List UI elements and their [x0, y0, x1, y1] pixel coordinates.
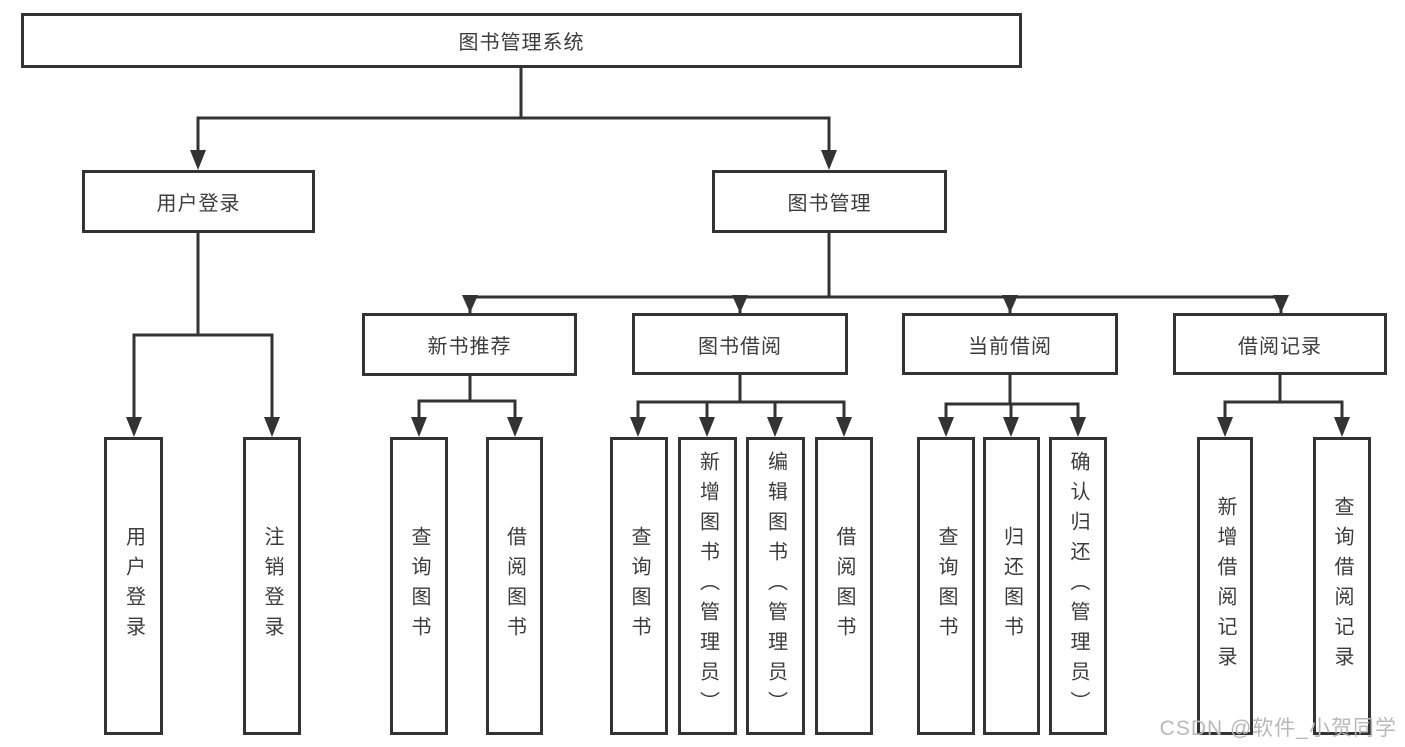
connector-bookborrow-rail [636, 400, 846, 421]
leaf-confirm-return-admin: 确认归还（管理员） [1049, 437, 1107, 735]
node-book-borrowing-label: 图书借阅 [698, 335, 782, 358]
arrowhead-leaf-logout [264, 417, 280, 437]
leaf-query-borrow-record-label: 查询借阅记录 [1331, 496, 1353, 676]
node-root: 图书管理系统 [21, 13, 1022, 68]
arrowhead-currentborrow [1002, 295, 1018, 313]
arrowhead-leaf-confirmreturn [1070, 417, 1086, 437]
leaf-confirm-return-admin-label: 确认归还（管理员） [1067, 451, 1089, 721]
node-current-borrowing: 当前借阅 [902, 313, 1118, 375]
node-user-login-label: 用户登录 [156, 193, 241, 215]
leaf-query-book-borrowing: 查询图书 [610, 437, 668, 735]
leaf-borrow-book: 借阅图书 [815, 437, 873, 735]
arrowhead-leaf-returnbook [1003, 417, 1019, 437]
arrowhead-leaf-querybook1 [411, 417, 427, 437]
leaf-borrow-book-recommend-label: 借阅图书 [503, 526, 526, 646]
arrowheads [126, 150, 1350, 437]
leaf-query-book-recommend: 查询图书 [390, 437, 448, 735]
node-book-management: 图书管理 [712, 170, 947, 233]
arrowhead-leaf-querybook3 [938, 417, 954, 437]
leaf-add-book-admin-label: 新增图书（管理员） [696, 451, 719, 721]
arrowhead-leaf-addrecord [1217, 417, 1233, 437]
arrowhead-userlogin [190, 150, 206, 170]
connector-userlogin-rail [132, 333, 274, 421]
leaf-query-book-current: 查询图书 [917, 437, 975, 735]
arrowhead-leaf-addbook [699, 417, 715, 437]
node-new-book-recommend-label: 新书推荐 [427, 336, 512, 358]
node-user-login: 用户登录 [82, 170, 315, 233]
arrowhead-leaf-querybook2 [630, 417, 646, 437]
leaf-query-borrow-record: 查询借阅记录 [1313, 437, 1371, 735]
connector-newbook-rail [417, 399, 517, 421]
arrowhead-borrowrecord [1273, 295, 1289, 313]
leaf-edit-book-admin-label: 编辑图书（管理员） [764, 451, 787, 721]
arrowhead-leaf-userlogin [126, 417, 142, 437]
leaf-add-borrow-record-label: 新增借阅记录 [1214, 496, 1236, 676]
node-root-label: 图书管理系统 [458, 32, 585, 54]
node-new-book-recommend: 新书推荐 [362, 313, 577, 376]
node-current-borrowing-label: 当前借阅 [968, 335, 1052, 358]
leaf-query-book-current-label: 查询图书 [935, 526, 957, 646]
arrowhead-leaf-borrowbook2 [836, 417, 852, 437]
leaf-borrow-book-label: 借阅图书 [833, 526, 855, 646]
leaf-query-book-borrowing-label: 查询图书 [628, 526, 650, 646]
arrowhead-bookborrow [732, 295, 748, 313]
arrowhead-leaf-editbook [767, 417, 783, 437]
node-borrowing-record: 借阅记录 [1173, 313, 1387, 375]
leaf-query-book-recommend-label: 查询图书 [408, 526, 430, 646]
watermark: CSDN @软件_小贺同学 [1159, 717, 1397, 740]
leaf-borrow-book-recommend: 借阅图书 [486, 437, 543, 735]
leaf-logout-label: 注销登录 [261, 526, 283, 646]
leaf-return-book-label: 归还图书 [1000, 526, 1023, 646]
node-borrowing-record-label: 借阅记录 [1238, 335, 1322, 358]
leaf-add-borrow-record: 新增借阅记录 [1197, 437, 1253, 735]
connector-level2-rail [196, 116, 831, 154]
leaf-add-book-admin: 新增图书（管理员） [678, 437, 737, 735]
arrowhead-bookmgmt [821, 150, 837, 170]
arrowhead-leaf-queryrecord [1334, 417, 1350, 437]
node-book-borrowing: 图书借阅 [632, 313, 848, 375]
leaf-user-login: 用户登录 [104, 437, 163, 735]
leaf-return-book: 归还图书 [983, 437, 1040, 735]
arrowhead-leaf-borrowbook1 [507, 417, 523, 437]
arrowhead-newbook [462, 295, 478, 313]
connector-borrowrecord-rail [1223, 400, 1344, 421]
leaf-user-login-label: 用户登录 [122, 526, 145, 646]
connector-level3-rail [468, 295, 1283, 313]
node-book-management-label: 图书管理 [787, 193, 872, 215]
leaf-logout: 注销登录 [243, 437, 301, 735]
leaf-edit-book-admin: 编辑图书（管理员） [746, 437, 805, 735]
